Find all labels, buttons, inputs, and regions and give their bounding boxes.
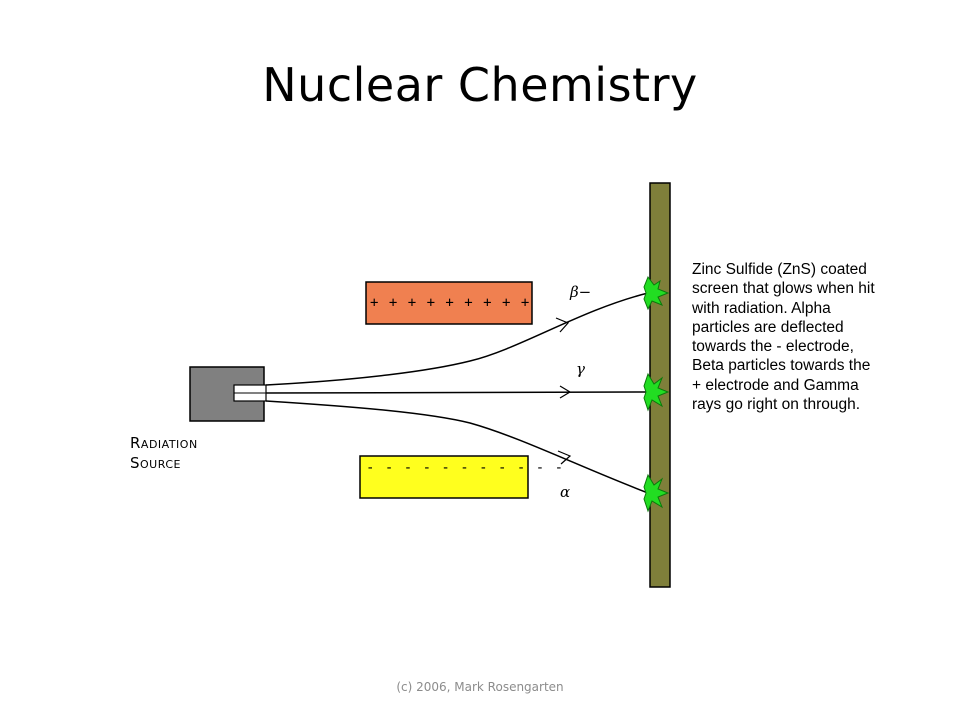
positive-plate [365, 281, 533, 325]
radiation-deflection-diagram: + + + + + + + + + - - - - - - - - - - - … [120, 175, 940, 595]
beta-label: β− [570, 283, 592, 301]
copyright-footer: (c) 2006, Mark Rosengarten [396, 680, 564, 694]
source-label-line1: Radiation [130, 434, 198, 452]
alpha-arrow [557, 450, 572, 465]
negative-plate-label: - - - - - - - - - - - [366, 460, 565, 476]
gamma-arrow [559, 385, 572, 399]
alpha-label: α [560, 483, 571, 501]
gamma-ray [265, 391, 649, 394]
diagram-drawing [189, 182, 671, 588]
gamma-glow [643, 372, 670, 412]
gamma-label: γ [576, 360, 585, 378]
slide-title: Nuclear Chemistry [262, 58, 698, 112]
alpha-ray [265, 400, 649, 494]
negative-plate [359, 455, 529, 499]
alpha-glow [643, 473, 670, 513]
beta-ray [265, 292, 649, 386]
positive-plate-label: + + + + + + + + + [370, 295, 531, 311]
source-label-line2: Source [130, 454, 181, 472]
radiation-source-label: Radiation Source [130, 433, 198, 473]
beta-glow [643, 275, 670, 311]
screen-caption: Zinc Sulfide (ZnS) coated screen that gl… [692, 261, 875, 414]
beta-arrow [555, 317, 570, 333]
